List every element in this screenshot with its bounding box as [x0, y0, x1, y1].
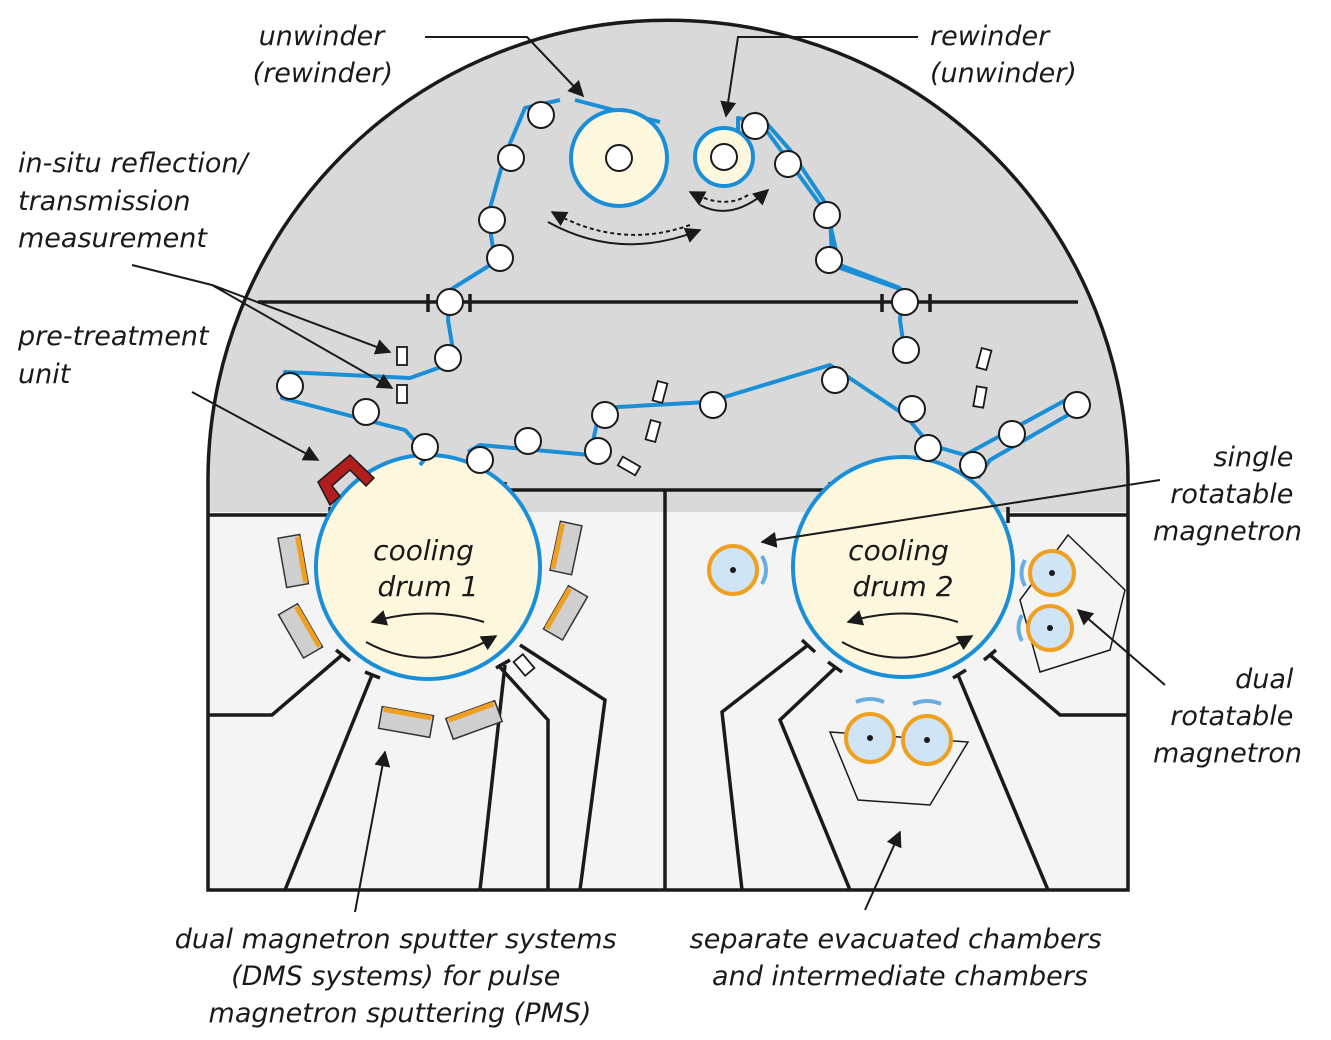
roller — [466, 446, 494, 474]
pretreatment-line2: unit — [18, 359, 72, 390]
leader-lines — [131, 36, 1166, 913]
roller — [914, 434, 942, 462]
pretreatment-line1: pre-treatment — [17, 321, 210, 352]
roller — [891, 288, 919, 316]
insitu-line3: measurement — [18, 223, 208, 254]
drum-1-line2: drum 1 — [377, 570, 478, 603]
rewinder-label: rewinder (unwinder) — [930, 21, 1077, 89]
drum-2-label: cooling drum 2 — [848, 534, 958, 603]
single-rotatable-magnetron — [707, 544, 768, 596]
unwinder-line2: (rewinder) — [253, 58, 393, 89]
drum-1-label: cooling drum 1 — [373, 534, 483, 603]
insitu-label: in-situ reflection/ transmission measure… — [18, 148, 256, 254]
unwinder-label: unwinder (rewinder) — [253, 21, 393, 89]
drum-1-rotation-arrow — [370, 610, 485, 626]
planar-magnetron — [277, 533, 310, 589]
sensor — [644, 418, 662, 444]
guide-rollers — [276, 101, 1091, 479]
roller — [352, 398, 380, 426]
chambers-line1: separate evacuated chambers — [690, 924, 1102, 955]
roller — [813, 201, 841, 229]
dual-magnetron-line2: rotatable — [1170, 701, 1293, 732]
drum-2-line2: drum 2 — [852, 570, 953, 603]
planar-magnetron — [549, 520, 583, 576]
roller — [514, 427, 542, 455]
insitu-line1: in-situ reflection/ — [18, 148, 251, 179]
roller — [436, 288, 464, 316]
rewinder-line1: rewinder — [930, 21, 1051, 52]
measurement-sensors — [396, 346, 993, 678]
roller — [527, 101, 555, 129]
roller — [276, 372, 304, 400]
roller — [486, 244, 514, 272]
roller — [591, 401, 619, 429]
dual-rotatable-magnetron-bottom — [828, 697, 970, 806]
sensor — [975, 346, 993, 372]
sensor — [616, 455, 642, 477]
sensor — [651, 379, 669, 405]
single-magnetron-line1: single — [1213, 442, 1293, 473]
roller — [821, 366, 849, 394]
single-magnetron-label: single rotatable magnetron — [1153, 442, 1302, 547]
chambers-label: separate evacuated chambers and intermed… — [690, 924, 1111, 992]
rewinder-line2: (unwinder) — [930, 58, 1077, 89]
dms-label: dual magnetron sputter systems (DMS syst… — [175, 924, 626, 1029]
unwinder-coil — [569, 108, 669, 208]
dual-rotatable-magnetron-right — [1016, 533, 1126, 673]
roller — [434, 344, 462, 372]
sensor — [396, 346, 408, 366]
roller — [774, 150, 802, 178]
dual-magnetron-line1: dual — [1235, 664, 1294, 695]
unwinder-line1: unwinder — [259, 21, 387, 52]
chambers-line2: and intermediate chambers — [712, 961, 1088, 992]
dual-magnetron-label: dual rotatable magnetron — [1153, 664, 1302, 769]
roller — [741, 112, 769, 140]
left-compartment-walls — [208, 643, 607, 891]
insitu-line2: transmission — [18, 186, 190, 217]
pre-treatment-unit — [317, 453, 376, 507]
roller — [411, 433, 439, 461]
roller — [584, 437, 612, 465]
drum-2-line1: cooling — [848, 534, 949, 567]
roller — [815, 246, 843, 274]
wall-seal-marks — [426, 294, 932, 312]
sensor — [972, 385, 988, 409]
winding-direction-arrows — [547, 188, 770, 246]
planar-magnetron — [542, 584, 589, 642]
dms-line2: (DMS systems) for pulse — [231, 961, 560, 992]
single-magnetron-line2: rotatable — [1170, 479, 1293, 510]
planar-magnetron — [377, 705, 435, 739]
cooling-drum-1 — [314, 453, 542, 681]
planar-magnetron — [277, 602, 324, 660]
roller — [998, 420, 1026, 448]
dual-magnetron-line3: magnetron — [1153, 738, 1302, 769]
dms-line3: magnetron sputtering (PMS) — [209, 998, 592, 1029]
right-compartment-walls — [720, 638, 1128, 891]
dms-magnetrons — [277, 520, 589, 741]
upper-chamber-area — [208, 20, 1128, 512]
rewinder-coil — [693, 126, 755, 188]
roller — [478, 206, 506, 234]
single-magnetron-line3: magnetron — [1153, 516, 1302, 547]
roller — [699, 391, 727, 419]
drum-2-rotation-arrow — [846, 610, 959, 626]
cooling-drum-2 — [791, 455, 1015, 679]
roller — [1063, 391, 1091, 419]
drum-1-line1: cooling — [373, 534, 474, 567]
roller — [497, 144, 525, 172]
sensor — [512, 652, 536, 678]
roller — [892, 336, 920, 364]
pretreatment-label: pre-treatment unit — [17, 321, 217, 390]
sensor — [396, 384, 408, 404]
planar-magnetron — [444, 699, 504, 741]
chamber-outer-wall — [206, 18, 1130, 892]
roller — [959, 451, 987, 479]
roller — [898, 395, 926, 423]
dms-line1: dual magnetron sputter systems — [175, 924, 617, 955]
